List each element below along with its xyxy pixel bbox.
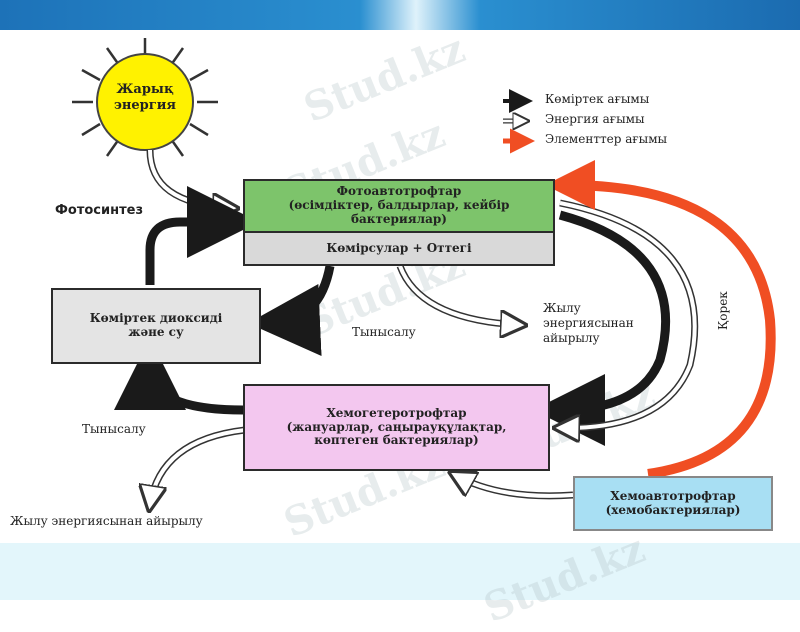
- respiration-center-label: Тынысалу: [352, 325, 416, 339]
- photoautotroph-box: Фотоавтотрофтар (өсімдіктер, балдырлар, …: [243, 179, 555, 233]
- photosynthesis-arrow: [145, 186, 259, 285]
- sun-label-line2: энергия: [113, 97, 176, 113]
- respiration-center-arrow: [248, 265, 335, 356]
- products-box: Көмірсулар + Оттегі: [243, 231, 555, 266]
- chemoautotroph-title: Хемоавтотрофтар: [610, 488, 736, 503]
- co2-water-box: Көміртек диоксиді және су: [51, 288, 261, 364]
- respiration-left-arrow: [114, 338, 244, 415]
- heat-right-line1: Жылу: [543, 301, 581, 315]
- co2-line2: және су: [128, 325, 184, 339]
- bottom-band: [0, 543, 800, 600]
- top-bar: [0, 0, 800, 30]
- chemoautotroph-box: Хемоавтотрофтар (хемобактериялар): [573, 476, 773, 531]
- elements-flow-arrow: [545, 160, 776, 479]
- carbon-flow-arrow: [533, 210, 671, 446]
- chemoheterotroph-title: Хемогетеротрофтар: [326, 405, 467, 420]
- legend-elements-label: Элементтер ағымы: [545, 132, 668, 146]
- products-label: Көмірсулар + Оттегі: [326, 240, 472, 255]
- heat-bottom-label: Жылу энергиясынан айырылу: [10, 514, 203, 528]
- sun-label-line1: Жарық: [116, 82, 174, 97]
- heat-right-line2: энергиясынан: [543, 316, 634, 330]
- chemoheterotroph-box: Хемогетеротрофтар (жануарлар, саңырауқұл…: [243, 384, 550, 471]
- diagram-canvas: [72, 38, 776, 600]
- legend-energy-label: Энергия ағымы: [545, 112, 645, 126]
- photoautotroph-line2: (өсімдіктер, балдырлар, кейбір: [288, 198, 510, 213]
- chemoheterotroph-line3: көптеген бактериялар): [314, 433, 479, 448]
- photoautotroph-line3: бактериялар): [351, 211, 447, 226]
- legend-carbon-label: Көміртек ағымы: [545, 92, 650, 106]
- respiration-left-label: Тынысалу: [82, 422, 146, 436]
- heat-right-line3: айырылу: [543, 331, 600, 345]
- photoautotroph-title: Фотоавтотрофтар: [336, 184, 462, 199]
- sun-label: Жарық энергия: [95, 82, 195, 113]
- co2-line1: Көміртек диоксиді: [89, 311, 223, 326]
- heat-right-label: Жылу энергиясынан айырылу: [543, 301, 634, 346]
- korek-label: Қорек: [716, 291, 730, 330]
- chemoheterotroph-line2: (жануарлар, саңырауқұлақтар,: [286, 419, 507, 434]
- chemoautotroph-line2: (хемобактериялар): [605, 502, 741, 517]
- photosynthesis-label: Фотосинтез: [55, 203, 143, 218]
- sun: [96, 53, 194, 151]
